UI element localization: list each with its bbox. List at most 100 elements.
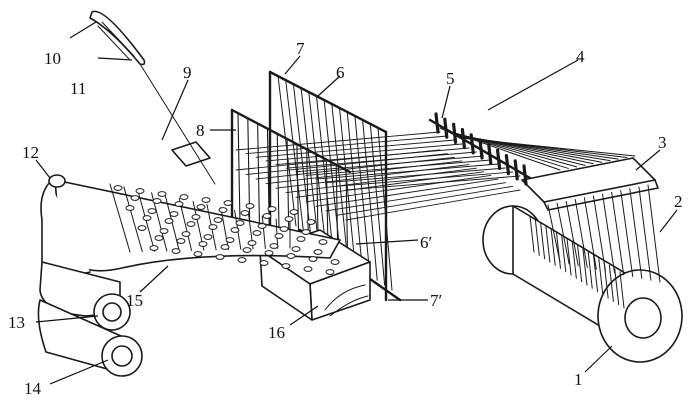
cloth-weft-loop xyxy=(113,185,123,191)
label-5: 5 xyxy=(446,69,455,88)
cloth-weft-loop xyxy=(259,260,269,266)
part-labels: 1 2 3 4 5 6 6′ 7 7′ 8 9 10 11 12 13 14 1… xyxy=(8,39,683,398)
cloth-warp xyxy=(178,198,193,251)
warp-sheet-top xyxy=(439,127,636,171)
cloth-weft-loop xyxy=(225,237,235,243)
cloth-weft-loop xyxy=(262,213,272,219)
warp-thread xyxy=(574,199,588,268)
cloth-weft-loop xyxy=(220,244,230,250)
label-4: 4 xyxy=(576,47,585,66)
beam-hatch-line xyxy=(598,258,604,296)
heald-wire xyxy=(346,111,363,271)
cloth-weft-loop xyxy=(164,218,174,224)
cloth-weft-loop xyxy=(284,216,294,222)
cloth-weft-loop xyxy=(125,205,135,211)
cloth-weft-loop xyxy=(306,219,316,225)
beam-hatch-line xyxy=(534,218,540,256)
cloth-weft-loop xyxy=(174,201,184,207)
cloth-weft-loop xyxy=(213,217,223,223)
cloth-weft-loop xyxy=(142,215,152,221)
warp-thread xyxy=(245,135,448,155)
cloth-weft-loop xyxy=(281,263,291,269)
cloth-weft-loop xyxy=(313,249,323,255)
warp-shed xyxy=(235,131,521,221)
beam-hatch-line xyxy=(550,228,556,266)
cloth-weft-loop xyxy=(223,200,233,206)
beam-hatch-line xyxy=(566,238,572,276)
cloth-warp xyxy=(123,186,143,253)
cloth-weft-loop xyxy=(318,239,328,245)
beam-hatch-line xyxy=(540,222,546,260)
label-7: 7 xyxy=(296,39,305,58)
cloth-weft-loop xyxy=(179,194,189,200)
label-9: 9 xyxy=(183,63,192,82)
beam-hatch-line xyxy=(608,264,614,302)
cloth-weft-loop xyxy=(193,251,203,257)
cloth-weft-loop xyxy=(301,229,311,235)
cloth-weft-loop xyxy=(330,259,340,265)
warp-thread xyxy=(265,160,463,185)
warp-beam xyxy=(482,205,683,363)
cloth-weft-loop xyxy=(286,253,296,259)
reed-dent xyxy=(276,133,280,245)
cloth-weft-loop xyxy=(303,266,313,272)
warp-thread xyxy=(285,151,477,169)
cloth-weft-loop xyxy=(215,254,225,260)
warp-thread xyxy=(315,178,499,207)
cloth-warp xyxy=(261,215,266,250)
warp-thread xyxy=(345,189,521,221)
cloth-weft-loop xyxy=(152,198,162,204)
heald-wire xyxy=(300,87,319,242)
heald-wire xyxy=(285,79,304,232)
warp-thread xyxy=(611,191,625,276)
take-up-rollers xyxy=(37,261,143,377)
heald-wire xyxy=(377,127,393,291)
warp-thread xyxy=(638,186,652,281)
warp-thread xyxy=(335,171,514,187)
beam-hatch-line xyxy=(571,241,577,279)
cloth-weft-loop xyxy=(186,221,196,227)
warp-thread xyxy=(547,204,561,263)
cloth-weft-loop xyxy=(325,269,335,275)
shuttle xyxy=(89,10,146,66)
cloth-weft-loop xyxy=(308,256,318,262)
heald-wire xyxy=(354,115,371,276)
warp-threads-from-beam xyxy=(547,184,661,283)
beam-hatch-line xyxy=(577,245,583,283)
warp-thread xyxy=(325,182,506,212)
reed-dent xyxy=(266,128,271,240)
cloth-weft-loop xyxy=(240,210,250,216)
warp-thread xyxy=(556,202,570,265)
reed-dent xyxy=(237,113,241,225)
label-2: 2 xyxy=(674,192,683,211)
beam-hatch-line xyxy=(587,251,593,289)
cloth-weft-loop xyxy=(252,230,262,236)
cloth-weft-loop xyxy=(235,220,245,226)
label-16: 16 xyxy=(268,323,285,342)
cloth-warp xyxy=(109,183,131,253)
warp-thread xyxy=(335,185,514,216)
heald-wire xyxy=(362,119,378,281)
warp-thread xyxy=(275,164,470,189)
warp-thread xyxy=(285,167,477,194)
cloth-weft-loop xyxy=(130,195,140,201)
warp-thread xyxy=(602,193,616,274)
cloth-weft-loop xyxy=(237,257,247,263)
warp-thread xyxy=(647,184,661,283)
cloth-weft-loop xyxy=(198,241,208,247)
warp-thread xyxy=(583,197,597,270)
heald-wire xyxy=(315,95,334,252)
warp-thread xyxy=(565,200,579,267)
warp-thread xyxy=(325,167,506,184)
label-13: 13 xyxy=(8,313,25,332)
cloth-weft-loop xyxy=(296,236,306,242)
cloth-weft-loop xyxy=(289,209,299,215)
cloth-weft-loop xyxy=(149,245,159,251)
cloth-weft-loop xyxy=(176,238,186,244)
cloth-weft-loop xyxy=(157,191,167,197)
label-11: 11 xyxy=(70,79,86,98)
cloth-weft-loop xyxy=(201,197,211,203)
label-15: 15 xyxy=(126,291,143,310)
beam-hatch-line xyxy=(529,215,535,253)
